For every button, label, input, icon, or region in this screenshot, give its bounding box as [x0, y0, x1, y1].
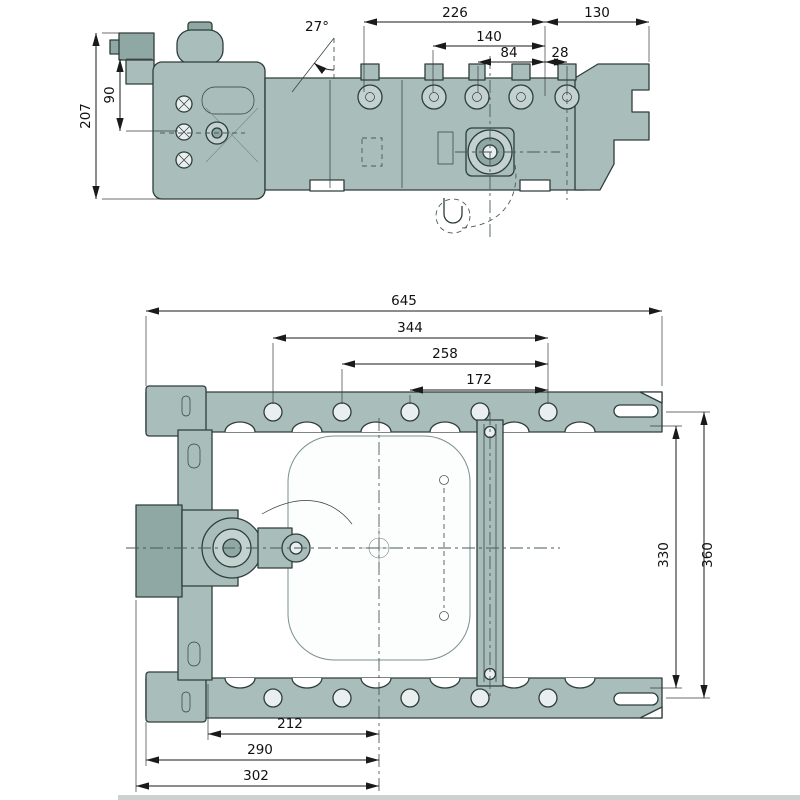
page-edge — [118, 795, 800, 800]
side-bearing — [437, 56, 560, 240]
side-hook-detail — [361, 90, 568, 234]
dim-258-label: 258 — [432, 346, 458, 362]
bolt-hole — [175, 151, 193, 169]
bolt-hole — [175, 123, 193, 141]
dim-212: 212 — [207, 684, 379, 740]
side-hitch-bracket — [109, 32, 155, 85]
dim-290: 290 — [145, 722, 379, 766]
plan-bottom-rail — [145, 671, 663, 723]
dim-330: 330 — [650, 425, 682, 689]
dim-226-label: 226 — [442, 5, 468, 21]
dim-84: 84 — [477, 45, 545, 92]
side-dome-cap — [176, 21, 224, 65]
dim-207: 207 — [78, 32, 160, 200]
dim-645: 645 — [145, 293, 663, 386]
side-view: 27° 226 130 140 84 28 — [78, 5, 650, 240]
dim-258: 258 — [341, 346, 548, 404]
dim-130-label: 130 — [584, 5, 610, 21]
dim-645-label: 645 — [391, 293, 417, 309]
hitch-handle — [261, 500, 353, 525]
plan-view: 645 344 258 172 360 330 — [126, 293, 716, 793]
dim-344-label: 344 — [397, 320, 423, 336]
side-right-bracket — [574, 63, 650, 191]
dim-140: 140 — [432, 29, 545, 92]
dim-344: 344 — [272, 320, 549, 404]
dim-130: 130 — [545, 5, 650, 62]
angle-annotation: 27° — [291, 19, 335, 93]
dim-330-label: 330 — [656, 542, 672, 568]
side-mount-block — [152, 61, 266, 200]
plan-centerlines — [126, 412, 560, 793]
dim-290-label: 290 — [247, 742, 273, 758]
dim-360-label: 360 — [700, 542, 716, 568]
dim-302-label: 302 — [243, 768, 269, 784]
side-top-bosses — [357, 63, 580, 110]
dim-172-label: 172 — [466, 372, 492, 388]
dim-28-label: 28 — [551, 45, 568, 61]
dim-28: 28 — [545, 45, 569, 90]
dim-27-label: 27° — [305, 19, 329, 35]
dim-207-label: 207 — [78, 103, 94, 129]
dim-302: 302 — [135, 600, 379, 792]
dim-212-label: 212 — [277, 716, 303, 732]
dim-84-label: 84 — [500, 45, 517, 61]
bolt-hole — [175, 95, 193, 113]
dim-90-label: 90 — [102, 86, 118, 103]
dim-360: 360 — [666, 411, 716, 699]
dim-90: 90 — [102, 58, 178, 132]
dim-172: 172 — [409, 372, 548, 404]
dim-140-label: 140 — [476, 29, 502, 45]
plan-top-rail — [145, 385, 663, 437]
